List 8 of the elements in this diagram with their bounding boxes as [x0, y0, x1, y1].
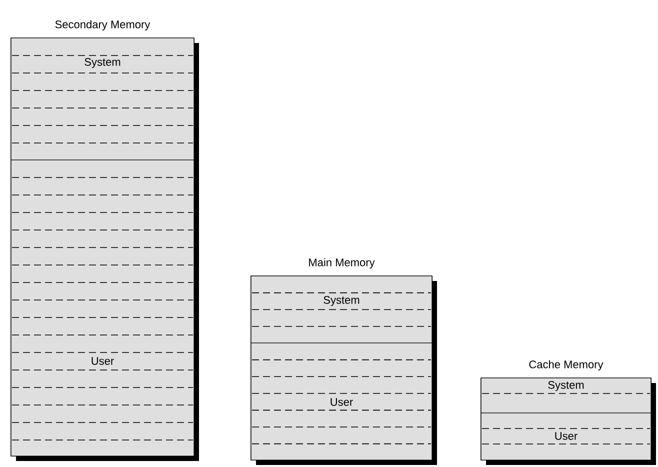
node-label: Cache Memory: [529, 360, 604, 370]
memory-segment: System: [250, 276, 432, 344]
memory-segment: User: [250, 342, 432, 460]
node-label: Secondary Memory: [55, 20, 150, 30]
memory-segment: System: [10, 38, 194, 160]
node-label: Main Memory: [309, 258, 375, 268]
memory-segment: System: [480, 378, 652, 414]
memory-segment: User: [480, 412, 652, 460]
